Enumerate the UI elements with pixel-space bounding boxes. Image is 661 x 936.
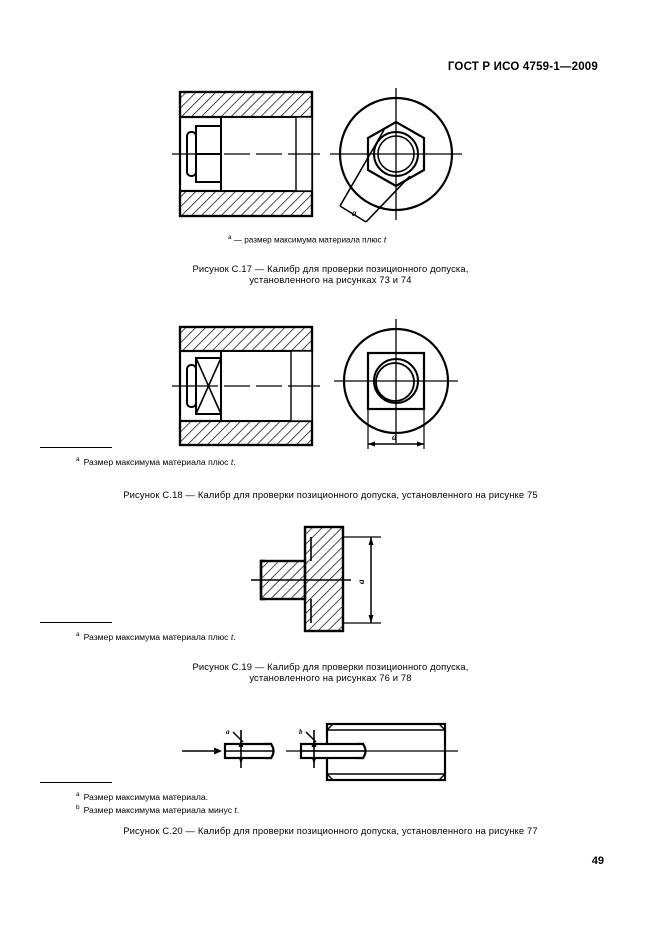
caption-line1-c20: Рисунок С.20 — Калибр для проверки позиц… xyxy=(123,825,538,836)
figure-c17-note: a — размер максимума материала плюс t xyxy=(228,234,386,245)
figure-c17-drawing: a xyxy=(172,88,468,223)
page-number: 49 xyxy=(591,855,604,867)
dimension-label-c19: a xyxy=(356,579,366,584)
note-text-c17: — размер максимума материала плюс xyxy=(231,235,384,245)
footnote-rule xyxy=(40,622,112,623)
footnote-text: Размер максимума материала плюс xyxy=(83,456,231,467)
caption-line1-c19: Рисунок С.19 — Калибр для проверки позиц… xyxy=(192,661,469,672)
dimension-label-c20-left: a xyxy=(226,728,230,736)
footnote-symbol: t xyxy=(230,456,234,467)
footnote-text: Размер максимума материала минус xyxy=(83,805,235,816)
footnote-tail: . xyxy=(236,805,240,816)
figure-c20-caption: Рисунок С.20 — Калибр для проверки позиц… xyxy=(0,825,661,836)
caption-line2-c19: установленного на рисунках 76 и 78 xyxy=(249,672,412,683)
footnote-text: Размер максимума материала плюс xyxy=(83,631,231,642)
note-marker-c17: a xyxy=(228,234,232,241)
figure-c19-caption: Рисунок С.19 — Калибр для проверки позиц… xyxy=(0,661,661,683)
footnote-symbol: t xyxy=(234,805,237,816)
footnote-marker: b xyxy=(76,804,80,812)
footnote-rule xyxy=(40,782,112,783)
note-symbol-c17: t xyxy=(383,235,387,245)
figure-c18-drawing: a xyxy=(172,319,468,450)
dimension-label-c17: a xyxy=(352,208,357,218)
caption-line1-c18: Рисунок С.18 — Калибр для проверки позиц… xyxy=(123,489,538,500)
footnote-text: Размер максимума материала. xyxy=(83,791,209,802)
footnote-rule xyxy=(40,447,112,448)
figure-c18-caption: Рисунок С.18 — Калибр для проверки позиц… xyxy=(0,489,661,500)
dimension-label-c18: a xyxy=(392,432,397,442)
footnote-marker: a xyxy=(76,631,80,638)
footnote-symbol: t xyxy=(230,631,234,642)
footnote-marker: a xyxy=(76,456,80,463)
footnote-tail: . xyxy=(233,631,236,642)
standard-header: ГОСТ Р ИСО 4759-1—2009 xyxy=(447,61,598,73)
dimension-label-c20-right: b xyxy=(299,728,303,736)
footnote-tail: . xyxy=(233,456,236,467)
figure-c20-drawing: a xyxy=(182,706,466,782)
footnote-marker: a xyxy=(76,791,80,798)
figure-c19-drawing: a xyxy=(251,525,415,635)
caption-line1-c17: Рисунок С.17 — Калибр для проверки позиц… xyxy=(192,263,469,274)
caption-line2-c17: установленного на рисунках 73 и 74 xyxy=(249,274,412,285)
figure-c17-caption: Рисунок С.17 — Калибр для проверки позиц… xyxy=(0,263,661,285)
